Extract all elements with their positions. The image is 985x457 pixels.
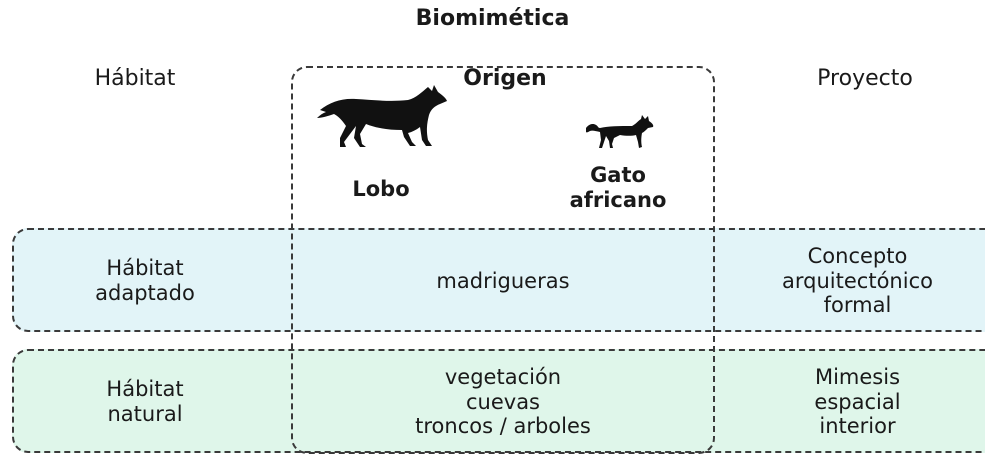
row-natural-habitat-line1: Hábitat [106, 377, 184, 402]
row-adapted-project-cell: Concepto arquitectónico formal [735, 232, 980, 330]
row-adapted-origin-text: madrigueras [436, 268, 570, 293]
row-natural-origin-line1: vegetación [444, 364, 562, 389]
origin-column-frame [291, 66, 715, 454]
row-adapted-habitat-line2: adaptado [95, 281, 195, 305]
row-natural-habitat-line2: natural [107, 402, 183, 426]
row-natural-origin-cell: vegetación cuevas troncos / arboles [295, 353, 711, 451]
row-natural-project-line3: interior [819, 414, 896, 439]
column-header-habitat: Hábitat [94, 66, 176, 91]
wolf-icon [317, 85, 447, 147]
column-header-project: Proyecto [817, 66, 913, 91]
diagram-title: Biomimética [415, 6, 570, 31]
animal-label-cat-line2: africano [569, 188, 667, 212]
row-natural-origin-line2: cuevas [465, 389, 540, 414]
row-adapted-origin-cell: madrigueras [295, 232, 711, 330]
cat-icon [586, 115, 654, 148]
row-natural-project-cell: Mimesis espacial interior [735, 353, 980, 451]
row-natural-habitat-cell: Hábitat natural [30, 353, 260, 451]
row-adapted-habitat-line1: Hábitat [106, 256, 184, 281]
row-band-adapted [12, 228, 985, 332]
row-adapted-project-line3: formal [823, 293, 892, 318]
row-natural-origin-line3: troncos / arboles [415, 414, 591, 439]
row-adapted-project-line2: arquitectónico [782, 268, 933, 293]
animal-label-wolf: Lobo [352, 176, 410, 201]
animal-label-cat: Gato africano [548, 160, 688, 216]
row-natural-project-line2: espacial [814, 389, 901, 414]
row-adapted-habitat-cell: Hábitat adaptado [30, 232, 260, 330]
row-adapted-project-line1: Concepto [807, 243, 908, 268]
column-header-origin: Origen [463, 66, 547, 91]
row-band-natural [12, 349, 985, 453]
animal-label-cat-line1: Gato [590, 163, 646, 188]
row-natural-project-line1: Mimesis [814, 364, 901, 389]
